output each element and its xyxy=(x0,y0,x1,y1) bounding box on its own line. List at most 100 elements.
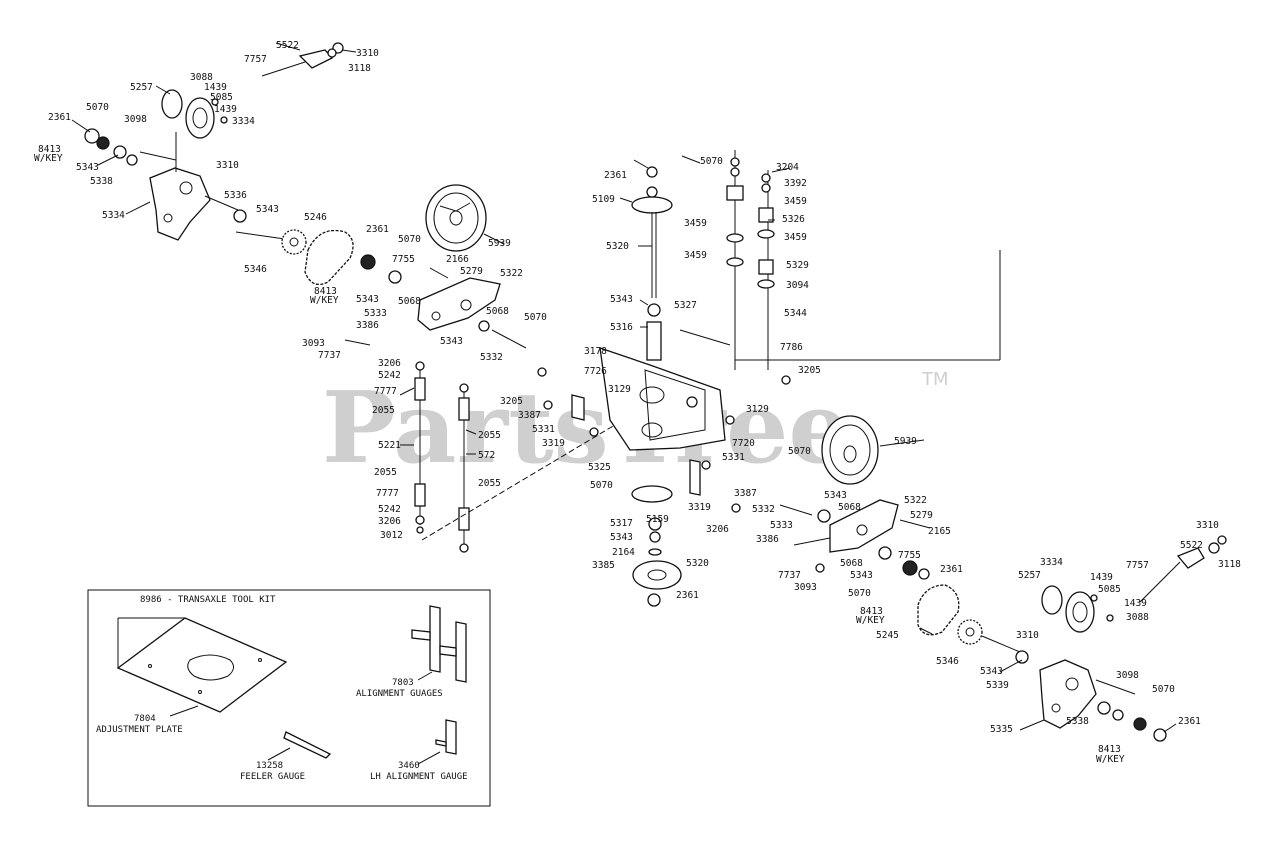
part-label: 5332 xyxy=(752,504,775,515)
adjustment-plate xyxy=(116,617,288,713)
bearing-5317 xyxy=(648,517,662,531)
nut-2361-lower xyxy=(647,593,661,607)
shaft-7757-right xyxy=(1139,561,1181,603)
part-label: 3310 xyxy=(216,160,239,171)
alignment-guage-2 xyxy=(455,621,467,683)
part-label: 5331 xyxy=(532,424,555,435)
alignment-guage-1 xyxy=(429,605,441,673)
part-label: 3387 xyxy=(518,410,541,421)
part-label: 5343 xyxy=(440,336,463,347)
bushing-3459 xyxy=(726,185,744,201)
part-label: W/KEY xyxy=(310,295,339,306)
screw-3334 xyxy=(220,116,228,124)
part-label: 2055 xyxy=(478,478,501,489)
alignment-guage-label: ALIGNMENT GUAGES xyxy=(356,689,443,699)
part-label: 3206 xyxy=(378,358,401,369)
adjustment-plate-label: ADJUSTMENT PLATE xyxy=(96,725,183,735)
lh-alignment-gauge xyxy=(445,719,457,755)
spring-2055-lower xyxy=(458,507,470,531)
gear-8413-upper xyxy=(360,254,376,270)
part-label: 7726 xyxy=(584,366,607,377)
part-label: 5245 xyxy=(876,630,899,641)
part-label: 5343 xyxy=(256,204,279,215)
part-label: 5070 xyxy=(848,588,871,599)
spacer-5338 xyxy=(126,154,138,166)
sprocket-5346 xyxy=(281,229,307,255)
cam-3088-right xyxy=(1065,591,1095,633)
part-label: 3129 xyxy=(608,384,631,395)
part-label: 5339 xyxy=(986,680,1009,691)
part-label: 3129 xyxy=(746,404,769,415)
part-label: 1439 xyxy=(1124,598,1147,609)
part-label: 2361 xyxy=(1178,716,1201,727)
part-label: 2164 xyxy=(612,547,635,558)
part-label: 5338 xyxy=(1066,716,1089,727)
bearing-5257 xyxy=(161,89,183,119)
part-label: W/KEY xyxy=(1096,754,1125,765)
part-label: 7755 xyxy=(392,254,415,265)
lh-alignment-gauge-label: LH ALIGNMENT GAUGE xyxy=(370,772,468,782)
bushing-5326 xyxy=(758,207,774,223)
feeler-gauge-label: FEELER GAUGE xyxy=(240,772,305,782)
part-label: 5159 xyxy=(646,514,669,525)
part-label: 5334 xyxy=(102,210,125,221)
cam-3088 xyxy=(185,97,215,139)
part-label: 3310 xyxy=(356,48,379,59)
part-label: 5343 xyxy=(980,666,1003,677)
part-label: 3098 xyxy=(124,114,147,125)
part-label: 3088 xyxy=(190,72,213,83)
watermark-trademark: TM xyxy=(921,369,949,390)
part-label: 2165 xyxy=(928,526,951,537)
bearing-5343-upper xyxy=(388,270,402,284)
part-label: W/KEY xyxy=(34,153,63,164)
part-label: 1439 xyxy=(204,82,227,93)
pulley-5320-lower xyxy=(632,560,682,590)
part-label: 5333 xyxy=(770,520,793,531)
part-label: 3319 xyxy=(688,502,711,513)
part-label: 5320 xyxy=(606,241,629,252)
part-label: 5939 xyxy=(894,436,917,447)
shaft-5332 xyxy=(491,329,527,349)
upper-left-assembly xyxy=(84,42,527,349)
part-label: 3459 xyxy=(784,232,807,243)
part-label: 2166 xyxy=(446,254,469,265)
part-label: 5070 xyxy=(590,480,613,491)
part-label: 2055 xyxy=(374,467,397,478)
part-label: 3118 xyxy=(1218,559,1241,570)
part-label: 7720 xyxy=(732,438,755,449)
bearing-5343-lower xyxy=(478,320,490,332)
part-label: 572 xyxy=(478,450,495,461)
part-label: 3310 xyxy=(1196,520,1219,531)
part-label: 3118 xyxy=(348,63,371,74)
part-label: 3094 xyxy=(786,280,809,291)
screw-1439 xyxy=(211,98,219,106)
part-label: 5522 xyxy=(1180,540,1203,551)
part-label: 7757 xyxy=(244,54,267,65)
part-label: 2361 xyxy=(366,224,389,235)
part-label: 8413 xyxy=(860,606,883,617)
part-label: 5068 xyxy=(486,306,509,317)
tool-kit-title: 8986 - TRANSAXLE TOOL KIT xyxy=(140,595,276,605)
part-label: 3206 xyxy=(706,524,729,535)
part-label: 5246 xyxy=(304,212,327,223)
part-label: 7737 xyxy=(778,570,801,581)
part-label: 5329 xyxy=(786,260,809,271)
part-label: 5346 xyxy=(244,264,267,275)
part-label: 5346 xyxy=(936,656,959,667)
sprocket-5346-right xyxy=(957,619,983,645)
bearing-5336 xyxy=(233,209,247,223)
nut-2361 xyxy=(84,128,100,144)
part-label: 2055 xyxy=(372,405,395,416)
part-label: 5326 xyxy=(782,214,805,225)
part-label: 5070 xyxy=(398,234,421,245)
part-label: 7757 xyxy=(1126,560,1149,571)
part-label: 3205 xyxy=(798,365,821,376)
washer-3118 xyxy=(327,48,337,58)
part-label: 2055 xyxy=(478,430,501,441)
gear-8413 xyxy=(96,136,110,150)
tool-kit-box: 8986 - TRANSAXLE TOOL KIT 7804 ADJUSTMEN… xyxy=(87,589,491,807)
part-label: 3088 xyxy=(1126,612,1149,623)
part-label: 5336 xyxy=(224,190,247,201)
part-label: 5338 xyxy=(90,176,113,187)
